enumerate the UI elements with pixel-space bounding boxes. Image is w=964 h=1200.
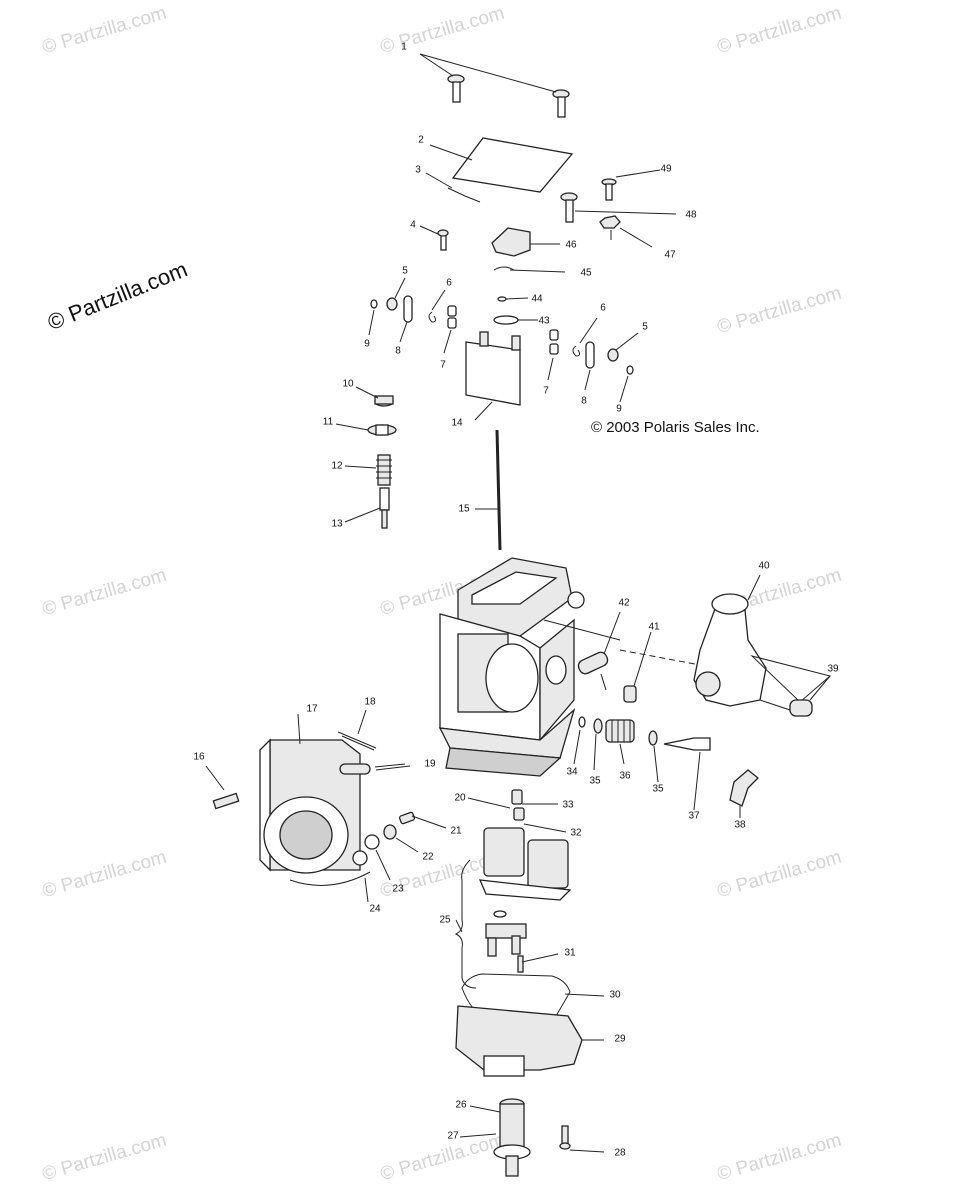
- side-cover-part-17: [259, 713, 406, 903]
- callout-20: 20: [454, 792, 466, 804]
- callout-35b: 35: [652, 783, 664, 795]
- cover-plate-part-2: [425, 137, 574, 203]
- callout-41: 41: [648, 621, 660, 633]
- callout-47: 47: [664, 249, 676, 261]
- callout-17: 17: [306, 703, 318, 715]
- callout-32: 32: [570, 827, 582, 839]
- callout-16: 16: [193, 751, 205, 763]
- drain-fitting-part-26-27: [459, 1098, 531, 1177]
- callout-5: 5: [402, 265, 408, 277]
- callout-42: 42: [618, 597, 630, 609]
- callout-11: 11: [322, 416, 334, 428]
- callout-34: 34: [566, 766, 578, 778]
- callout-8b: 8: [581, 395, 587, 407]
- callout-1: 1: [401, 41, 407, 53]
- callout-15: 15: [458, 503, 470, 515]
- bracket-part-46: [419, 225, 566, 325]
- callout-31: 31: [564, 947, 576, 959]
- callout-40: 40: [758, 560, 770, 572]
- callout-3: 3: [415, 164, 421, 176]
- callout-37: 37: [688, 810, 700, 822]
- callout-9b: 9: [616, 403, 622, 415]
- float-assembly-part-25: [454, 827, 572, 989]
- callout-10: 10: [342, 378, 354, 390]
- callout-13: 13: [331, 518, 343, 530]
- callout-49: 49: [660, 163, 672, 175]
- callout-26: 26: [455, 1099, 467, 1111]
- small-parts-20-24: [364, 789, 567, 881]
- callout-44: 44: [531, 293, 543, 305]
- callout-4: 4: [410, 219, 416, 231]
- callout-5b: 5: [642, 321, 648, 333]
- callout-9: 9: [364, 338, 370, 350]
- callout-22: 22: [422, 851, 434, 863]
- callout-19: 19: [424, 758, 436, 770]
- callout-38: 38: [734, 819, 746, 831]
- cable-housing-part-40: [619, 574, 832, 717]
- idle-screw-parts-34-38: [573, 716, 759, 818]
- callout-6b: 6: [600, 302, 606, 314]
- screw-part-28: [559, 1125, 605, 1153]
- callout-27: 27: [447, 1130, 459, 1142]
- jet-needle-part-15: [475, 429, 502, 551]
- callout-39: 39: [827, 663, 839, 675]
- clip-parts-left: [368, 277, 457, 354]
- callout-25: 25: [439, 914, 451, 926]
- screw-part-31: [517, 953, 559, 973]
- callout-46: 46: [565, 239, 577, 251]
- callout-30: 30: [609, 989, 621, 1001]
- callout-35: 35: [589, 775, 601, 787]
- callout-8: 8: [395, 345, 401, 357]
- callout-21: 21: [450, 825, 462, 837]
- callout-2: 2: [418, 134, 424, 146]
- needle-parts-10-13: [335, 386, 397, 529]
- callout-7: 7: [440, 359, 446, 371]
- callout-18: 18: [364, 696, 376, 708]
- clip-parts-right: [547, 317, 639, 403]
- screw-part-1: [419, 53, 570, 118]
- callout-28: 28: [614, 1147, 626, 1159]
- callout-24: 24: [369, 903, 381, 915]
- callout-45: 45: [580, 267, 592, 279]
- callout-36: 36: [619, 770, 631, 782]
- wire-part-18: [337, 709, 377, 751]
- callout-48: 48: [685, 209, 697, 221]
- screws-part-47-49: [560, 169, 677, 248]
- callout-14: 14: [451, 417, 463, 429]
- callout-43: 43: [538, 315, 550, 327]
- throttle-slide-part-14: [465, 331, 521, 421]
- screw-part-16: [205, 765, 240, 810]
- fittings-part-41-42: [577, 611, 652, 703]
- callout-33: 33: [562, 799, 574, 811]
- callout-7b: 7: [543, 385, 549, 397]
- copyright-text: © 2003 Polaris Sales Inc.: [591, 419, 760, 436]
- callout-12: 12: [331, 460, 343, 472]
- callout-29: 29: [614, 1033, 626, 1045]
- carburetor-body: [438, 557, 621, 777]
- callout-23: 23: [392, 883, 404, 895]
- float-bowl-part-29: [455, 1005, 604, 1077]
- callout-6: 6: [446, 277, 452, 289]
